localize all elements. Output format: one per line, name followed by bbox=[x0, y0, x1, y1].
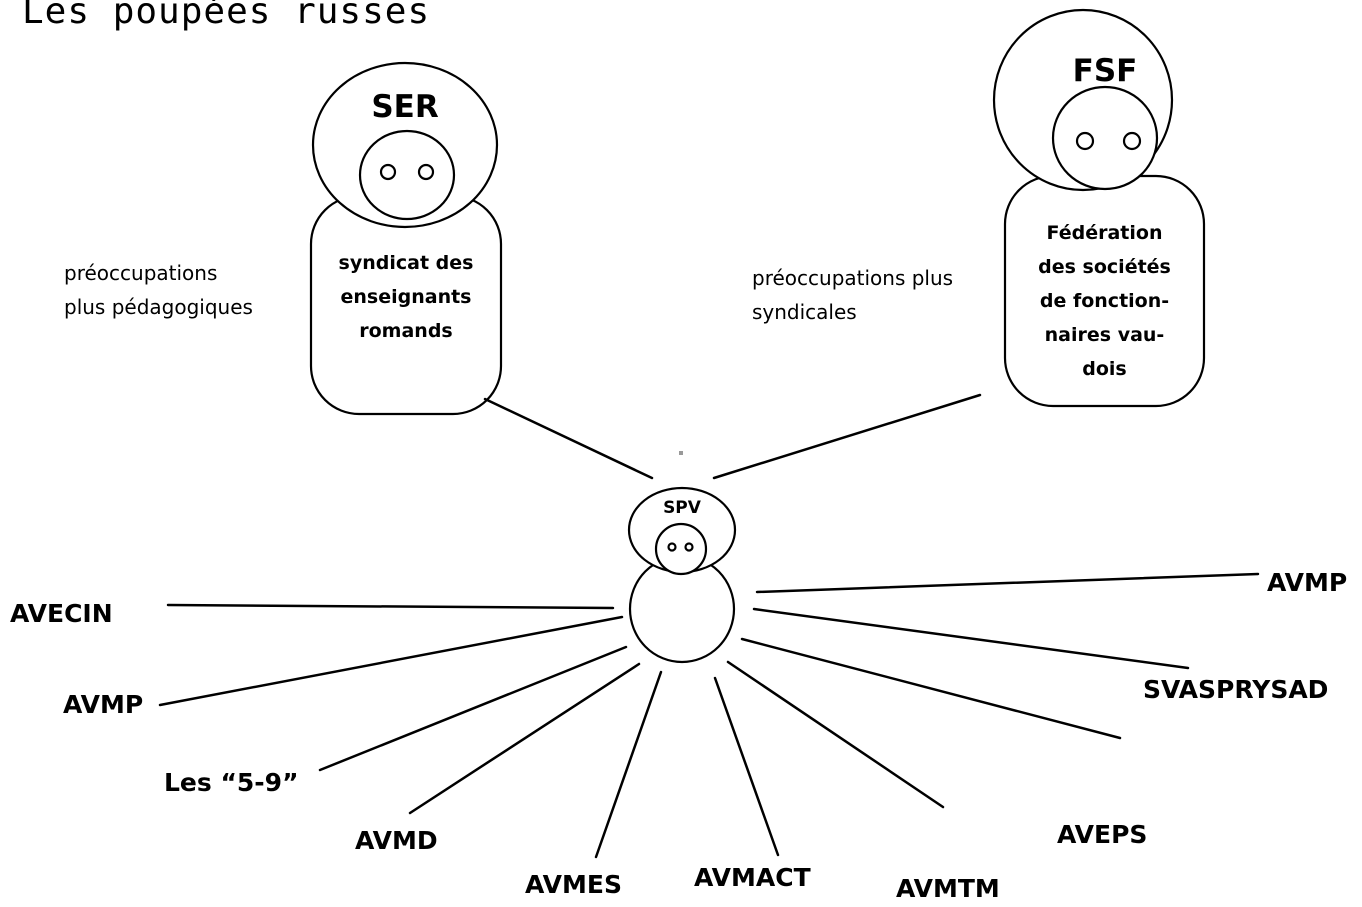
ser-line-1: syndicat des bbox=[338, 252, 474, 274]
ser-line-3: romands bbox=[359, 320, 453, 342]
member-avmd: AVMD bbox=[355, 826, 438, 855]
note-left-line-2: plus pédagogiques bbox=[64, 295, 253, 319]
line-avmp-right bbox=[755, 572, 1260, 594]
fsf-line-5: dois bbox=[1082, 358, 1127, 380]
note-syndical: préoccupations plus syndicales bbox=[752, 261, 953, 329]
member-avmp-right: AVMP bbox=[1267, 568, 1348, 597]
note-left-line-1: préoccupations bbox=[64, 261, 218, 285]
member-aveps: AVEPS bbox=[1057, 820, 1148, 849]
fsf-description: Fédération des sociétés de fonction- nai… bbox=[1005, 216, 1204, 386]
member-avmact: AVMACT bbox=[694, 863, 811, 892]
line-avmd bbox=[408, 662, 641, 815]
line-avmes bbox=[594, 670, 663, 859]
member-avmtm: AVMTM bbox=[896, 874, 1000, 903]
fsf-doll-eye-left bbox=[1075, 131, 1095, 151]
member-avmp-left: AVMP bbox=[63, 690, 144, 719]
fsf-doll-face bbox=[1051, 85, 1159, 191]
note-pedagogical: préoccupations plus pédagogiques bbox=[64, 256, 253, 324]
line-aveps bbox=[740, 637, 1122, 740]
note-right-line-1: préoccupations plus bbox=[752, 266, 954, 290]
fsf-name: FSF bbox=[1072, 53, 1138, 89]
ser-name: SER bbox=[371, 89, 439, 125]
line-avecin bbox=[166, 603, 615, 610]
ser-doll-face bbox=[358, 129, 456, 221]
line-svasprysad bbox=[752, 607, 1190, 670]
spv-name: SPV bbox=[663, 498, 701, 518]
member-les-5-9: Les “5-9” bbox=[164, 768, 299, 797]
line-avmtm bbox=[726, 660, 945, 809]
spv-doll-face bbox=[654, 522, 708, 576]
spv-doll-eye-right bbox=[684, 542, 694, 552]
spv-doll-eye-left bbox=[667, 542, 677, 552]
ser-line-2: enseignants bbox=[340, 286, 472, 308]
member-avecin: AVECIN bbox=[10, 599, 113, 628]
ser-doll-eye-right bbox=[417, 163, 435, 181]
line-les-5-9 bbox=[318, 645, 628, 772]
line-avmact bbox=[713, 676, 780, 857]
member-avmes: AVMES bbox=[525, 870, 622, 899]
page-title: Les poupées russes bbox=[22, 0, 431, 32]
dot-mark bbox=[679, 451, 683, 455]
line-spv-fsf bbox=[712, 393, 982, 480]
line-avmp-left bbox=[158, 615, 624, 707]
ser-description: syndicat des enseignants romands bbox=[311, 246, 501, 348]
member-svasprysad: SVASPRYSAD bbox=[1143, 675, 1329, 704]
fsf-line-1: Fédération bbox=[1046, 222, 1163, 244]
fsf-doll-eye-right bbox=[1122, 131, 1142, 151]
note-right-line-2: syndicales bbox=[752, 300, 857, 324]
fsf-line-3: de fonction- bbox=[1039, 290, 1170, 312]
ser-doll-eye-left bbox=[379, 163, 397, 181]
line-spv-ser bbox=[483, 397, 654, 480]
fsf-line-2: des sociétés bbox=[1038, 256, 1171, 278]
fsf-line-4: naires vau- bbox=[1044, 324, 1165, 346]
